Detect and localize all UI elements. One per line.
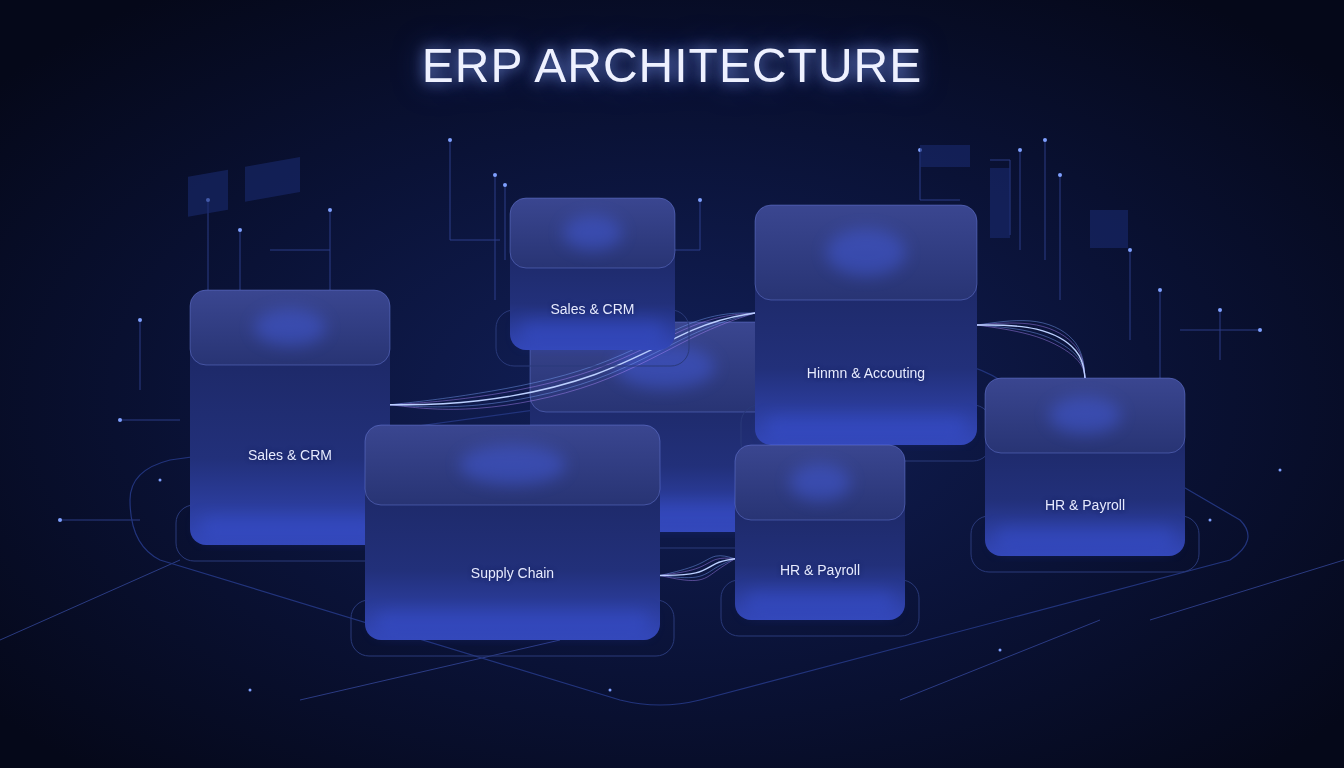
top-glow	[789, 464, 850, 502]
module-label: Hinmn & Accouting	[807, 363, 925, 383]
cube-top	[510, 198, 675, 268]
flow-line	[660, 559, 735, 576]
cube-shape	[510, 198, 675, 350]
cube-face: HR & Payroll	[985, 453, 1185, 556]
cube-face: Sales & CRM	[510, 268, 675, 350]
top-glow	[563, 216, 622, 251]
flow-line	[977, 325, 1085, 378]
flow-line	[390, 313, 755, 405]
flow-strand	[390, 313, 755, 407]
bottom-glow	[375, 610, 650, 634]
cube-top	[985, 378, 1185, 453]
flow-strand	[977, 325, 1085, 378]
module-cube: Supply Chain	[365, 425, 660, 640]
flow-strand	[977, 321, 1085, 378]
bottom-glow	[995, 526, 1175, 550]
flow-strand	[977, 325, 1085, 378]
module-cube: Hinmn & Accouting	[755, 205, 977, 445]
cube-top	[190, 290, 390, 365]
flow-strand	[977, 323, 1085, 378]
cube-shape	[735, 445, 905, 620]
cube-top	[365, 425, 660, 505]
cube-face: Hinmn & Accouting	[755, 300, 977, 445]
bottom-glow	[520, 320, 665, 344]
module-label: Supply Chain	[471, 563, 554, 583]
data-flow-connector	[390, 313, 755, 409]
module-label: HR & Payroll	[780, 560, 860, 580]
module-cube: Sales & CRM	[190, 290, 390, 545]
cube-shape	[755, 205, 977, 445]
module-cube: HR & Payroll	[985, 378, 1185, 556]
top-glow	[254, 309, 326, 347]
flow-strand	[660, 558, 735, 575]
module-cube: Sales & CRM	[510, 198, 675, 350]
flow-strand	[390, 313, 755, 409]
cube-face: Supply Chain	[365, 505, 660, 640]
cube-face: HR & Payroll	[735, 520, 905, 620]
module-label: Sales & CRM	[248, 445, 332, 465]
bottom-glow	[200, 515, 380, 539]
module-cube: HR & Payroll	[735, 445, 905, 620]
circuit-lines	[0, 140, 1344, 700]
cube-shape	[190, 290, 390, 545]
module-label: Sales & CRM	[550, 299, 634, 319]
cube-shape	[365, 425, 660, 640]
cube-face: Sales & CRM	[190, 365, 390, 545]
top-glow	[459, 445, 565, 485]
data-flow-connector	[660, 556, 735, 581]
bottom-glow	[765, 415, 967, 439]
circuit-dots	[58, 138, 1282, 692]
cube-top	[755, 205, 977, 300]
diagram-title: ERP ARCHITECTURE	[0, 38, 1344, 93]
cube-top	[735, 445, 905, 520]
top-glow	[1049, 397, 1121, 435]
top-glow	[826, 229, 906, 277]
flow-strand	[660, 559, 735, 578]
flow-strand	[660, 559, 735, 581]
data-flow-connector	[977, 321, 1085, 378]
module-label: HR & Payroll	[1045, 495, 1125, 515]
cube-shape	[985, 378, 1185, 556]
bottom-glow	[745, 590, 895, 614]
